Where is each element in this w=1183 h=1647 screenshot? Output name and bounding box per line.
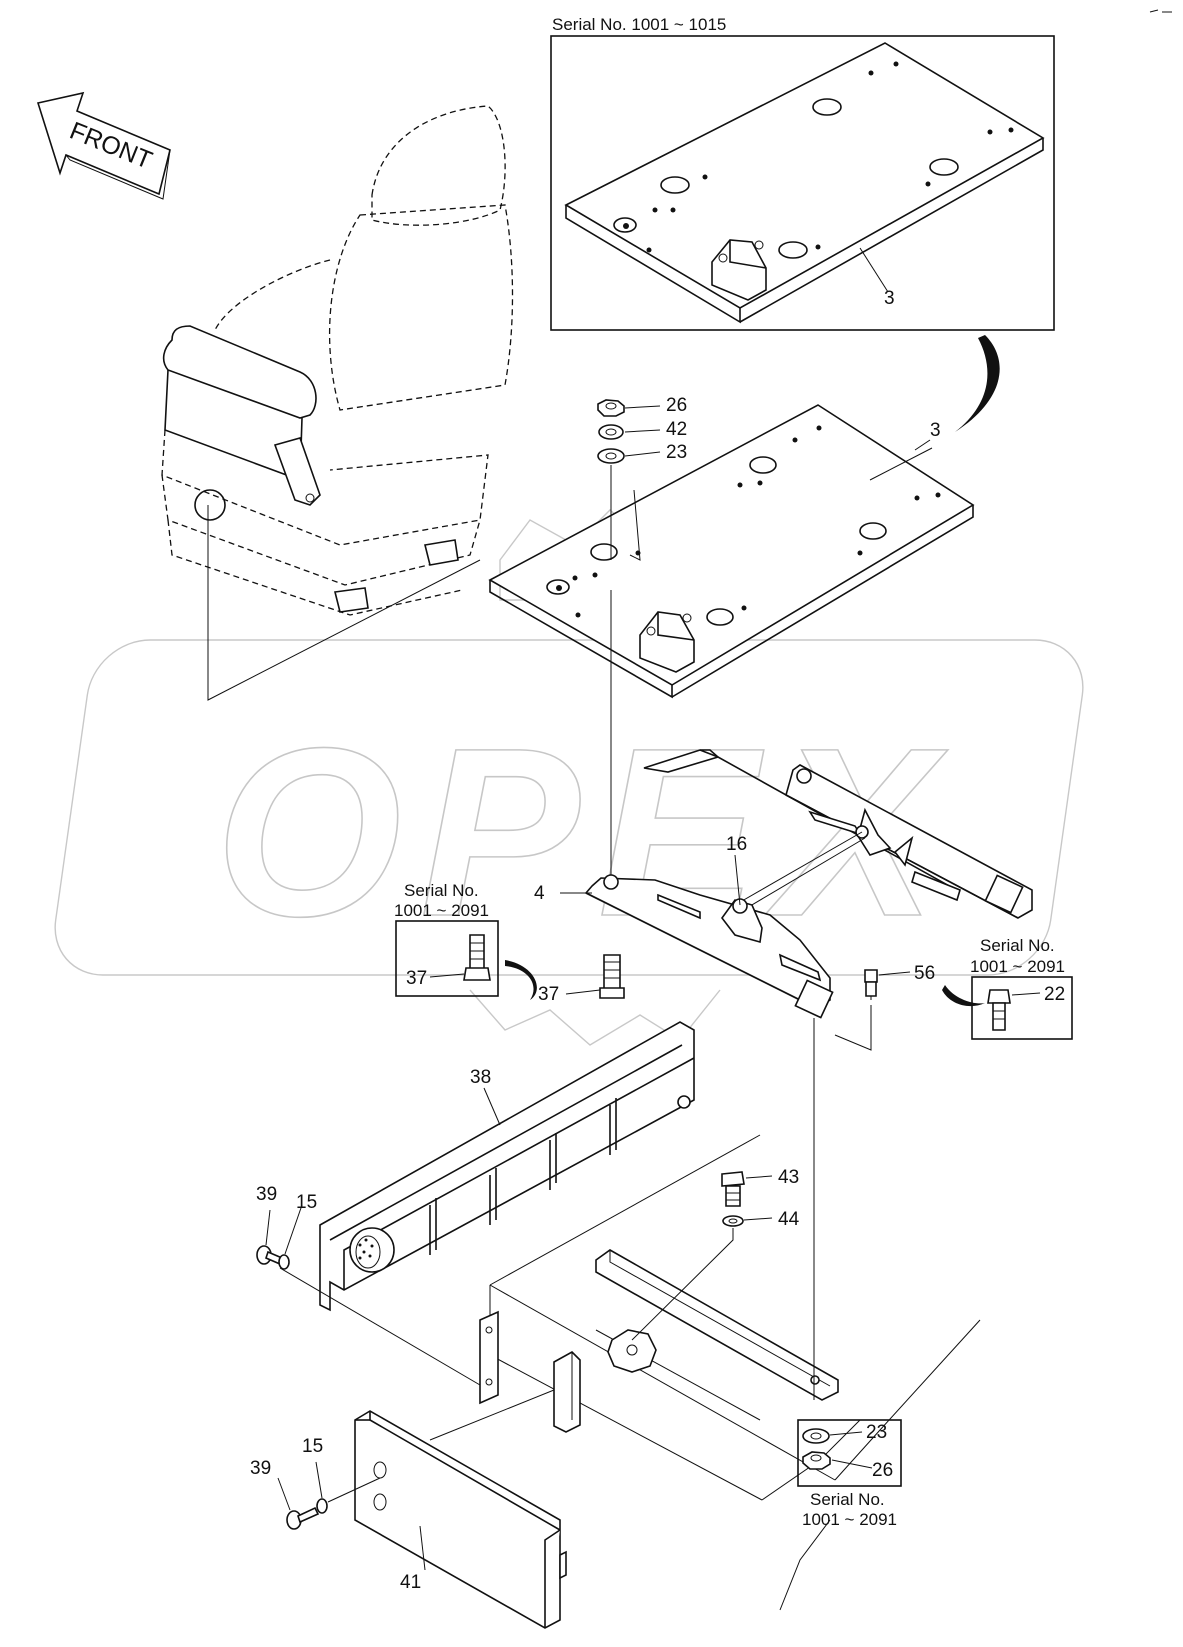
callout-22: 22 [1044,984,1065,1005]
bolt-43-washer-44: 43 44 [631,1167,800,1341]
hardware-stack-top: 26 42 23 [597,395,687,880]
bolt-37: 37 [538,954,625,1005]
callout-26-bottom: 26 [872,1460,893,1481]
callout-42: 42 [666,419,687,440]
inset-left-serial-line2: 1001 ~ 2091 [394,901,489,920]
callout-15-bottom: 15 [302,1436,323,1457]
watermark-text: OPEX [215,698,954,966]
callout-16: 16 [726,834,747,855]
reference-arrow-inset-to-plate: 3 [914,335,1000,451]
seat-slide-rail: 4 16 [534,749,1033,1019]
callout-23-top: 23 [666,442,687,463]
inset-bottom-serial-1001-2091: 23 26 Serial No. 1001 ~ 2091 [797,1419,902,1529]
inset-top-serial: Serial No. 1001 ~ 1015 [552,15,726,34]
callout-39-bottom: 39 [250,1458,271,1479]
callout-23-bottom: 23 [866,1422,887,1443]
front-direction-arrow: FRONT [36,91,171,200]
operator-seat [161,105,514,701]
inset-right-serial-line2: 1001 ~ 2091 [970,957,1065,976]
inset-right-serial-line1: Serial No. [980,936,1055,955]
inset-left-serial-1001-2091: Serial No. 1001 ~ 2091 37 [394,881,537,1000]
callout-3-inset: 3 [884,288,895,309]
callout-37: 37 [538,984,559,1005]
callout-38: 38 [470,1067,491,1088]
callout-3-main: 3 [930,420,941,441]
inset-bottom-serial-line1: Serial No. [810,1490,885,1509]
inset-left-serial-line1: Serial No. [404,881,479,900]
screw-39-top: 39 15 [256,1184,317,1270]
callout-41: 41 [400,1572,421,1593]
inset-bottom-serial-line2: 1001 ~ 2091 [802,1510,897,1529]
callout-4: 4 [534,883,545,904]
callout-43: 43 [778,1167,799,1188]
callout-26-top: 26 [666,395,687,416]
screw-39-bottom: 39 15 [250,1436,381,1530]
screw-56: 56 [834,963,935,1051]
callout-44: 44 [778,1209,800,1230]
callout-15-top: 15 [296,1192,317,1213]
corner-mark [1149,9,1172,13]
inset-top-serial-1001-1015: Serial No. 1001 ~ 1015 3 [550,15,1055,331]
seat-plate [488,404,975,699]
callout-56: 56 [914,963,935,984]
callout-37-box: 37 [406,968,427,989]
side-cover-38: 38 [279,1021,695,1386]
callout-39-top: 39 [256,1184,277,1205]
inset-right-serial-1001-2091: Serial No. 1001 ~ 2091 22 [942,936,1073,1040]
front-cover-41: 41 [354,1410,567,1629]
